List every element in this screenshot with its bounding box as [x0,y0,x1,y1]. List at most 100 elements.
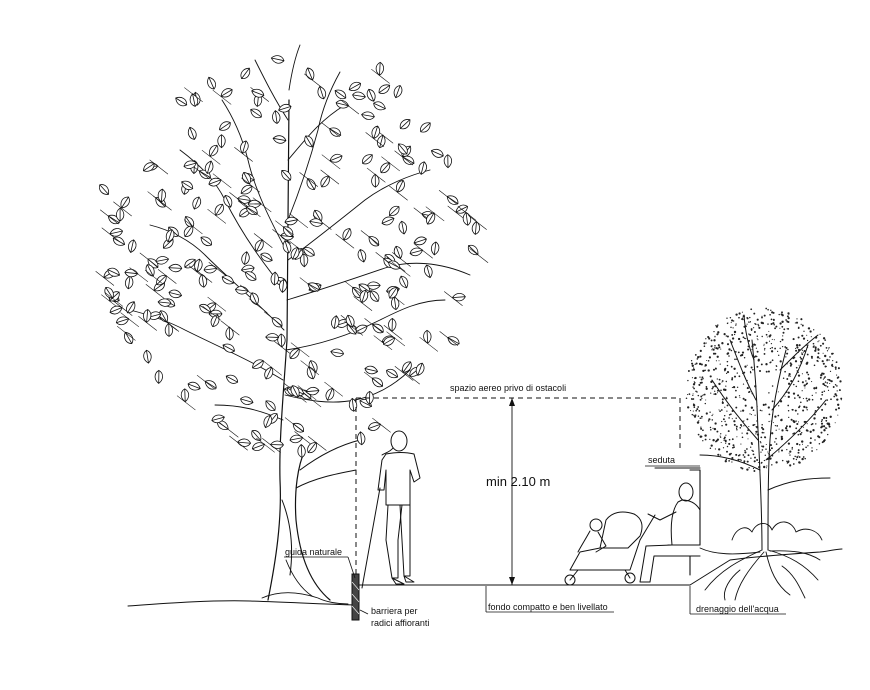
foliage-dot [796,346,799,349]
foliage-dot [818,443,821,445]
foliage-dot [781,429,784,432]
leaf [342,228,352,241]
leaf-stroke [272,229,291,244]
foliage-dot [813,387,816,390]
foliage-dot [804,387,806,389]
foliage-dot [756,318,759,321]
foliage-dot [804,457,806,460]
leaf-stroke [273,340,293,356]
foliage-dot [718,382,721,386]
foliage-dot [756,459,759,461]
foliage-dot [762,428,765,431]
foliage-dot [824,376,826,378]
leaf [244,271,257,281]
foliage-dot [806,339,809,342]
leaf [265,400,276,412]
leaf [371,125,381,139]
foliage-dot [804,420,807,423]
leaf [289,348,300,359]
foliage-dot [785,425,788,428]
foliage-dot [787,320,790,324]
foliage-dot [761,322,765,325]
leaf-stroke [304,73,323,89]
leaf [388,205,400,217]
foliage-dot [695,409,698,412]
foliage-dot [749,371,752,374]
foliage-dot [823,390,826,392]
foliage-dot [777,448,780,451]
leaf [348,81,361,91]
foliage-dot [784,370,786,373]
leaf [204,380,217,390]
foliage-dot [838,389,841,392]
foliage-dot [765,341,768,344]
foliage-dot [725,442,727,444]
foliage-dot [745,338,747,340]
foliage-dot [700,395,703,398]
foliage-dot [761,426,763,429]
foliage-dot [795,458,798,461]
foliage-dot [792,338,795,341]
foliage-dot [702,369,705,373]
foliage-dot [731,319,734,322]
foliage-dot [803,384,806,387]
leaf [126,301,136,314]
leaf [383,336,396,346]
foliage-dot [786,363,788,365]
foliage-dot [739,426,742,429]
foliage-dot [797,421,800,423]
leaf-stroke [383,325,403,340]
leaf-stroke [284,417,304,433]
foliage-dot [750,366,753,369]
leaf [289,434,304,444]
foliage-dot [731,378,734,381]
leaf [245,205,258,215]
foliage-dot [807,377,811,380]
foliage-dot [807,373,810,376]
foliage-dot [732,446,734,449]
foliage-dot [780,449,784,452]
foliage-dot [747,348,750,351]
foliage-dot [697,406,700,408]
foliage-dot [751,349,753,351]
leaf [165,229,175,243]
foliage-dot [709,447,712,449]
foliage-dot [803,349,806,353]
leaf-stroke [248,298,268,314]
foliage-dot [753,312,756,315]
foliage-dot [730,322,732,324]
leaf [396,179,405,193]
foliage-dot [719,363,721,365]
leaf-stroke [321,154,341,170]
leaf-stroke [371,69,390,84]
small-tree-roots [699,547,821,601]
foliage-dot [751,449,753,452]
leaf [446,195,459,205]
foliage-dot [774,441,776,443]
foliage-dot [809,430,812,433]
foliage-dot [687,394,689,396]
foliage-dot [779,340,782,343]
foliage-dot [774,425,776,427]
foliage-dot [824,339,827,341]
leaf-stroke [196,374,216,390]
foliage-dot [694,377,696,380]
foliage-dot [834,368,837,370]
foliage-dot [740,410,742,412]
foliage-dot [762,403,765,406]
foliage-dot [787,404,790,407]
foliage-dot [769,313,771,316]
foliage-dot [703,345,706,347]
foliage-dot [795,366,798,369]
foliage-dot [724,420,726,423]
foliage-dot [716,333,719,336]
foliage-dot [723,439,725,442]
foliage-dot [789,454,791,456]
foliage-dot [712,413,714,415]
foliage-dot [744,449,746,452]
small-tree [685,307,843,601]
foliage-dot [767,451,769,453]
foliage-dot [721,420,723,423]
foliage-dot [714,352,717,355]
leaf [281,169,292,181]
